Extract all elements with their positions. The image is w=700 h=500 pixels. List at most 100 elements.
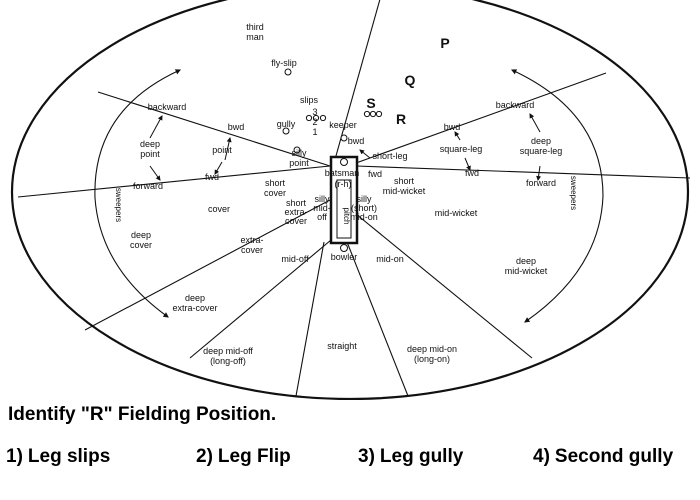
fielder-marker [312, 114, 320, 122]
pitch-inner [336, 179, 352, 239]
arrow-deep-sq-fwd [536, 165, 542, 181]
marker-letter-p: P [440, 35, 449, 51]
field-position-label: gully [277, 119, 296, 129]
field-position-label: fwd [465, 168, 479, 178]
field-position-label: point [212, 145, 232, 155]
field-position-label: mid-off [281, 254, 309, 264]
field-position-label: backward [496, 100, 535, 110]
field-position-label: bwd [444, 122, 461, 132]
sector-line [333, 0, 381, 164]
fielder-marker [369, 110, 377, 118]
direction-arrows [149, 113, 542, 181]
option-label: Leg slips [27, 446, 111, 467]
field-position-label: sweepers [114, 188, 123, 222]
arrow-point-bwd [224, 137, 232, 161]
fielder-marker [284, 68, 292, 76]
marker-letter-r: R [396, 111, 406, 127]
option-number: 4) [533, 446, 550, 467]
arrow-deep-sq-back [529, 113, 541, 133]
field-position-label: deep mid-off(long-off) [203, 346, 253, 366]
field-position-label: square-leg [440, 144, 483, 154]
option-4[interactable]: 4)Second gully [533, 446, 673, 468]
sweeper-arc-leg [511, 69, 604, 323]
question-text: Identify "R" Fielding Position. [8, 404, 277, 425]
field-position-label: cover [208, 204, 230, 214]
field-position-label: bwd [348, 136, 365, 146]
field-position-label: batsman [325, 168, 360, 178]
answer-options: 1)Leg slips 2)Leg Flip 3)Leg gully 4)Sec… [0, 446, 700, 476]
field-position-label: slips [300, 95, 319, 105]
fielder-marker [363, 110, 371, 118]
field-position-label: fwd [205, 172, 219, 182]
arrow-point-fwd [214, 161, 223, 175]
fielder-marker [319, 114, 327, 122]
field-position-label: (r-h) [335, 179, 352, 189]
sweeper-arc-off [94, 69, 182, 318]
field-position-label: short-leg [372, 151, 407, 161]
field-position-label: bowler [331, 252, 358, 262]
sector-line [97, 91, 331, 167]
option-2[interactable]: 2)Leg Flip [196, 446, 291, 468]
fielder-marker [305, 114, 313, 122]
sector-line [355, 72, 607, 164]
option-label: Leg gully [379, 446, 464, 467]
field-position-label: forward [526, 178, 556, 188]
field-position-label: fly-slip [271, 58, 297, 68]
fielder-marker [282, 127, 290, 135]
field-position-label: straight [327, 341, 357, 351]
fielder-marker [340, 158, 348, 166]
field-position-label: mid-wicket [435, 208, 478, 218]
fielder-marker [375, 110, 383, 118]
field-position-label: silly(short)mid-on [350, 194, 378, 222]
sector-line [295, 241, 325, 397]
option-number: 2) [196, 446, 213, 467]
marker-letter-s: S [366, 95, 375, 111]
fielder-markers [282, 68, 383, 252]
fielder-marker [293, 146, 301, 154]
arrow-sq-fwd [464, 157, 471, 171]
marker-letter-q: Q [405, 72, 416, 88]
field-position-label: sweepers [569, 176, 578, 210]
sweeper-arcs [94, 69, 604, 323]
field-position-label: extra-cover [240, 235, 263, 255]
arrow-sq-bwd [454, 131, 461, 141]
field-position-label: mid-on [376, 254, 404, 264]
sector-line [346, 241, 409, 397]
option-1[interactable]: 1)Leg slips [6, 446, 110, 468]
field-position-label: backward [148, 102, 187, 112]
option-number: 3) [358, 446, 375, 467]
field-position-label: forward [133, 181, 163, 191]
fielder-marker [340, 134, 348, 142]
option-number: 1) [6, 446, 23, 467]
sector-line [355, 213, 533, 359]
option-label: Leg Flip [217, 446, 291, 467]
field-position-label: fwd [368, 169, 382, 179]
field-position-label: keeper [329, 120, 357, 130]
pitch-rect [329, 155, 359, 245]
boundary-ellipse [11, 0, 689, 400]
field-position-label: bwd [228, 122, 245, 132]
sector-line [189, 239, 332, 359]
arrow-deep-point-fwd [149, 165, 161, 181]
field-position-label: pitch [342, 208, 351, 225]
marker-letters: P Q S R [366, 35, 449, 127]
sector-line [84, 199, 331, 331]
fielder-marker [340, 244, 348, 252]
sector-lines [17, 0, 691, 397]
option-label: Second gully [554, 446, 674, 467]
arrow-short-leg [359, 149, 371, 159]
option-3[interactable]: 3)Leg gully [358, 446, 463, 468]
